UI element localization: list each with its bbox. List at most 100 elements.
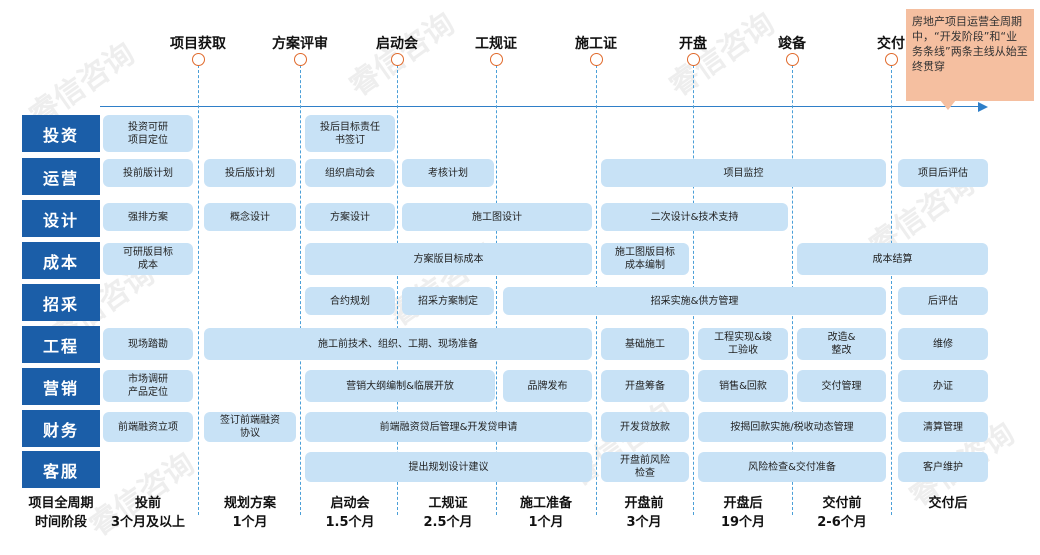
phase-line1: 项目全周期 xyxy=(28,496,94,511)
phase-line2: 3个月 xyxy=(626,515,662,530)
task-box: 开发贷放款 xyxy=(601,412,689,442)
milestone-marker xyxy=(192,53,205,66)
category-design: 设计 xyxy=(22,200,100,237)
task-box: 投前版计划 xyxy=(103,159,193,187)
phase-label: 施工准备 1个月 xyxy=(491,494,601,532)
phase-line2: 19个月 xyxy=(720,515,766,530)
task-box: 销售&回款 xyxy=(698,370,788,402)
task-box: 可研版目标 成本 xyxy=(103,243,193,275)
task-box: 后评估 xyxy=(898,287,988,315)
milestone-label: 竣备 xyxy=(778,36,806,52)
phase-line2: 2-6个月 xyxy=(817,515,867,530)
task-box: 前端融资立项 xyxy=(103,412,193,442)
phase-line1: 投前 xyxy=(134,496,161,511)
callout-note: 房地产项目运营全周期中，“开发阶段”和“业务条线”两条主线从始至终贯穿 xyxy=(906,9,1034,101)
task-box: 现场踏勘 xyxy=(103,328,193,360)
task-box: 开盘前风险 检查 xyxy=(601,452,689,482)
milestone-line xyxy=(397,60,398,515)
category-operations: 运营 xyxy=(22,158,100,195)
category-cost: 成本 xyxy=(22,242,100,279)
task-box: 品牌发布 xyxy=(503,370,592,402)
task-box: 风险检查&交付准备 xyxy=(698,452,886,482)
phase-label: 启动会 1.5个月 xyxy=(295,494,405,532)
milestone-label: 启动会 xyxy=(376,36,418,52)
task-box: 基础施工 xyxy=(601,328,689,360)
task-box: 招采实施&供方管理 xyxy=(503,287,886,315)
task-box: 招采方案制定 xyxy=(402,287,494,315)
milestone-marker xyxy=(786,53,799,66)
phase-label: 交付前 2-6个月 xyxy=(787,494,897,532)
task-box: 前端融资贷后管理&开发贷申请 xyxy=(305,412,592,442)
task-box: 施工前技术、组织、工期、现场准备 xyxy=(204,328,592,360)
milestone-line xyxy=(496,60,497,515)
task-box: 项目监控 xyxy=(601,159,886,187)
milestone-label: 施工证 xyxy=(575,36,617,52)
task-box: 维修 xyxy=(898,328,988,360)
phase-line2: 1个月 xyxy=(528,515,564,530)
task-box: 成本结算 xyxy=(797,243,988,275)
task-box: 组织启动会 xyxy=(305,159,395,187)
milestone-marker xyxy=(590,53,603,66)
task-box: 方案设计 xyxy=(305,203,395,231)
phase-line2: 时间阶段 xyxy=(34,515,87,530)
milestone-marker xyxy=(294,53,307,66)
phase-label: 开盘前 3个月 xyxy=(589,494,699,532)
milestone-line xyxy=(891,60,892,515)
callout-tail xyxy=(940,100,956,110)
phase-line1: 开盘后 xyxy=(723,496,763,511)
task-box: 按揭回款实施/税收动态管理 xyxy=(698,412,886,442)
task-box: 考核计划 xyxy=(402,159,494,187)
phase-label: 工规证 2.5个月 xyxy=(393,494,503,532)
task-box: 签订前端融资 协议 xyxy=(204,412,296,442)
task-box: 概念设计 xyxy=(204,203,296,231)
category-procurement: 招采 xyxy=(22,284,100,321)
milestone-label: 项目获取 xyxy=(170,36,226,52)
task-box: 办证 xyxy=(898,370,988,402)
task-box: 营销大纲编制&临展开放 xyxy=(305,370,495,402)
category-marketing: 营销 xyxy=(22,368,100,405)
task-box: 客户维护 xyxy=(898,452,988,482)
phase-line1: 启动会 xyxy=(330,496,370,511)
task-box: 工程实现&竣 工验收 xyxy=(698,328,788,360)
category-customer-service: 客服 xyxy=(22,451,100,488)
milestone-marker xyxy=(391,53,404,66)
task-box: 投后版计划 xyxy=(204,159,296,187)
task-box: 改造& 整改 xyxy=(797,328,886,360)
task-box: 投资可研 项目定位 xyxy=(103,115,193,152)
milestone-label: 工规证 xyxy=(475,36,517,52)
task-box: 二次设计&技术支持 xyxy=(601,203,788,231)
phase-line1: 开盘前 xyxy=(624,496,664,511)
milestone-marker xyxy=(885,53,898,66)
phase-line2: 3个月及以上 xyxy=(110,515,186,530)
task-box: 项目后评估 xyxy=(898,159,988,187)
task-box: 强排方案 xyxy=(103,203,193,231)
phase-label: 规划方案 1个月 xyxy=(195,494,305,532)
milestone-marker xyxy=(490,53,503,66)
milestone-line xyxy=(300,60,301,515)
phase-line2: 1个月 xyxy=(232,515,268,530)
phase-label: 开盘后 19个月 xyxy=(688,494,798,532)
task-box: 方案版目标成本 xyxy=(305,243,592,275)
task-box: 清算管理 xyxy=(898,412,988,442)
task-box: 施工图设计 xyxy=(402,203,592,231)
task-box: 合约规划 xyxy=(305,287,395,315)
milestone-label: 交付 xyxy=(877,36,905,52)
phase-line1: 交付前 xyxy=(822,496,862,511)
task-box: 交付管理 xyxy=(797,370,886,402)
timeline-axis xyxy=(100,106,980,107)
task-box: 投后目标责任 书签订 xyxy=(305,115,395,152)
phase-label: 投前 3个月及以上 xyxy=(93,494,203,532)
phase-line2: 2.5个月 xyxy=(423,515,473,530)
milestone-label: 方案评审 xyxy=(272,36,328,52)
phase-line1: 规划方案 xyxy=(223,496,276,511)
timeline-arrowhead xyxy=(978,102,988,112)
task-box: 市场调研 产品定位 xyxy=(103,370,193,402)
category-investment: 投资 xyxy=(22,115,100,152)
task-box: 开盘筹备 xyxy=(601,370,689,402)
task-box: 提出规划设计建议 xyxy=(305,452,592,482)
phase-line1: 工规证 xyxy=(428,496,468,511)
category-engineering: 工程 xyxy=(22,326,100,363)
phase-label: 交付后 xyxy=(893,494,1003,513)
milestone-label: 开盘 xyxy=(679,36,707,52)
phase-line2: 1.5个月 xyxy=(325,515,375,530)
